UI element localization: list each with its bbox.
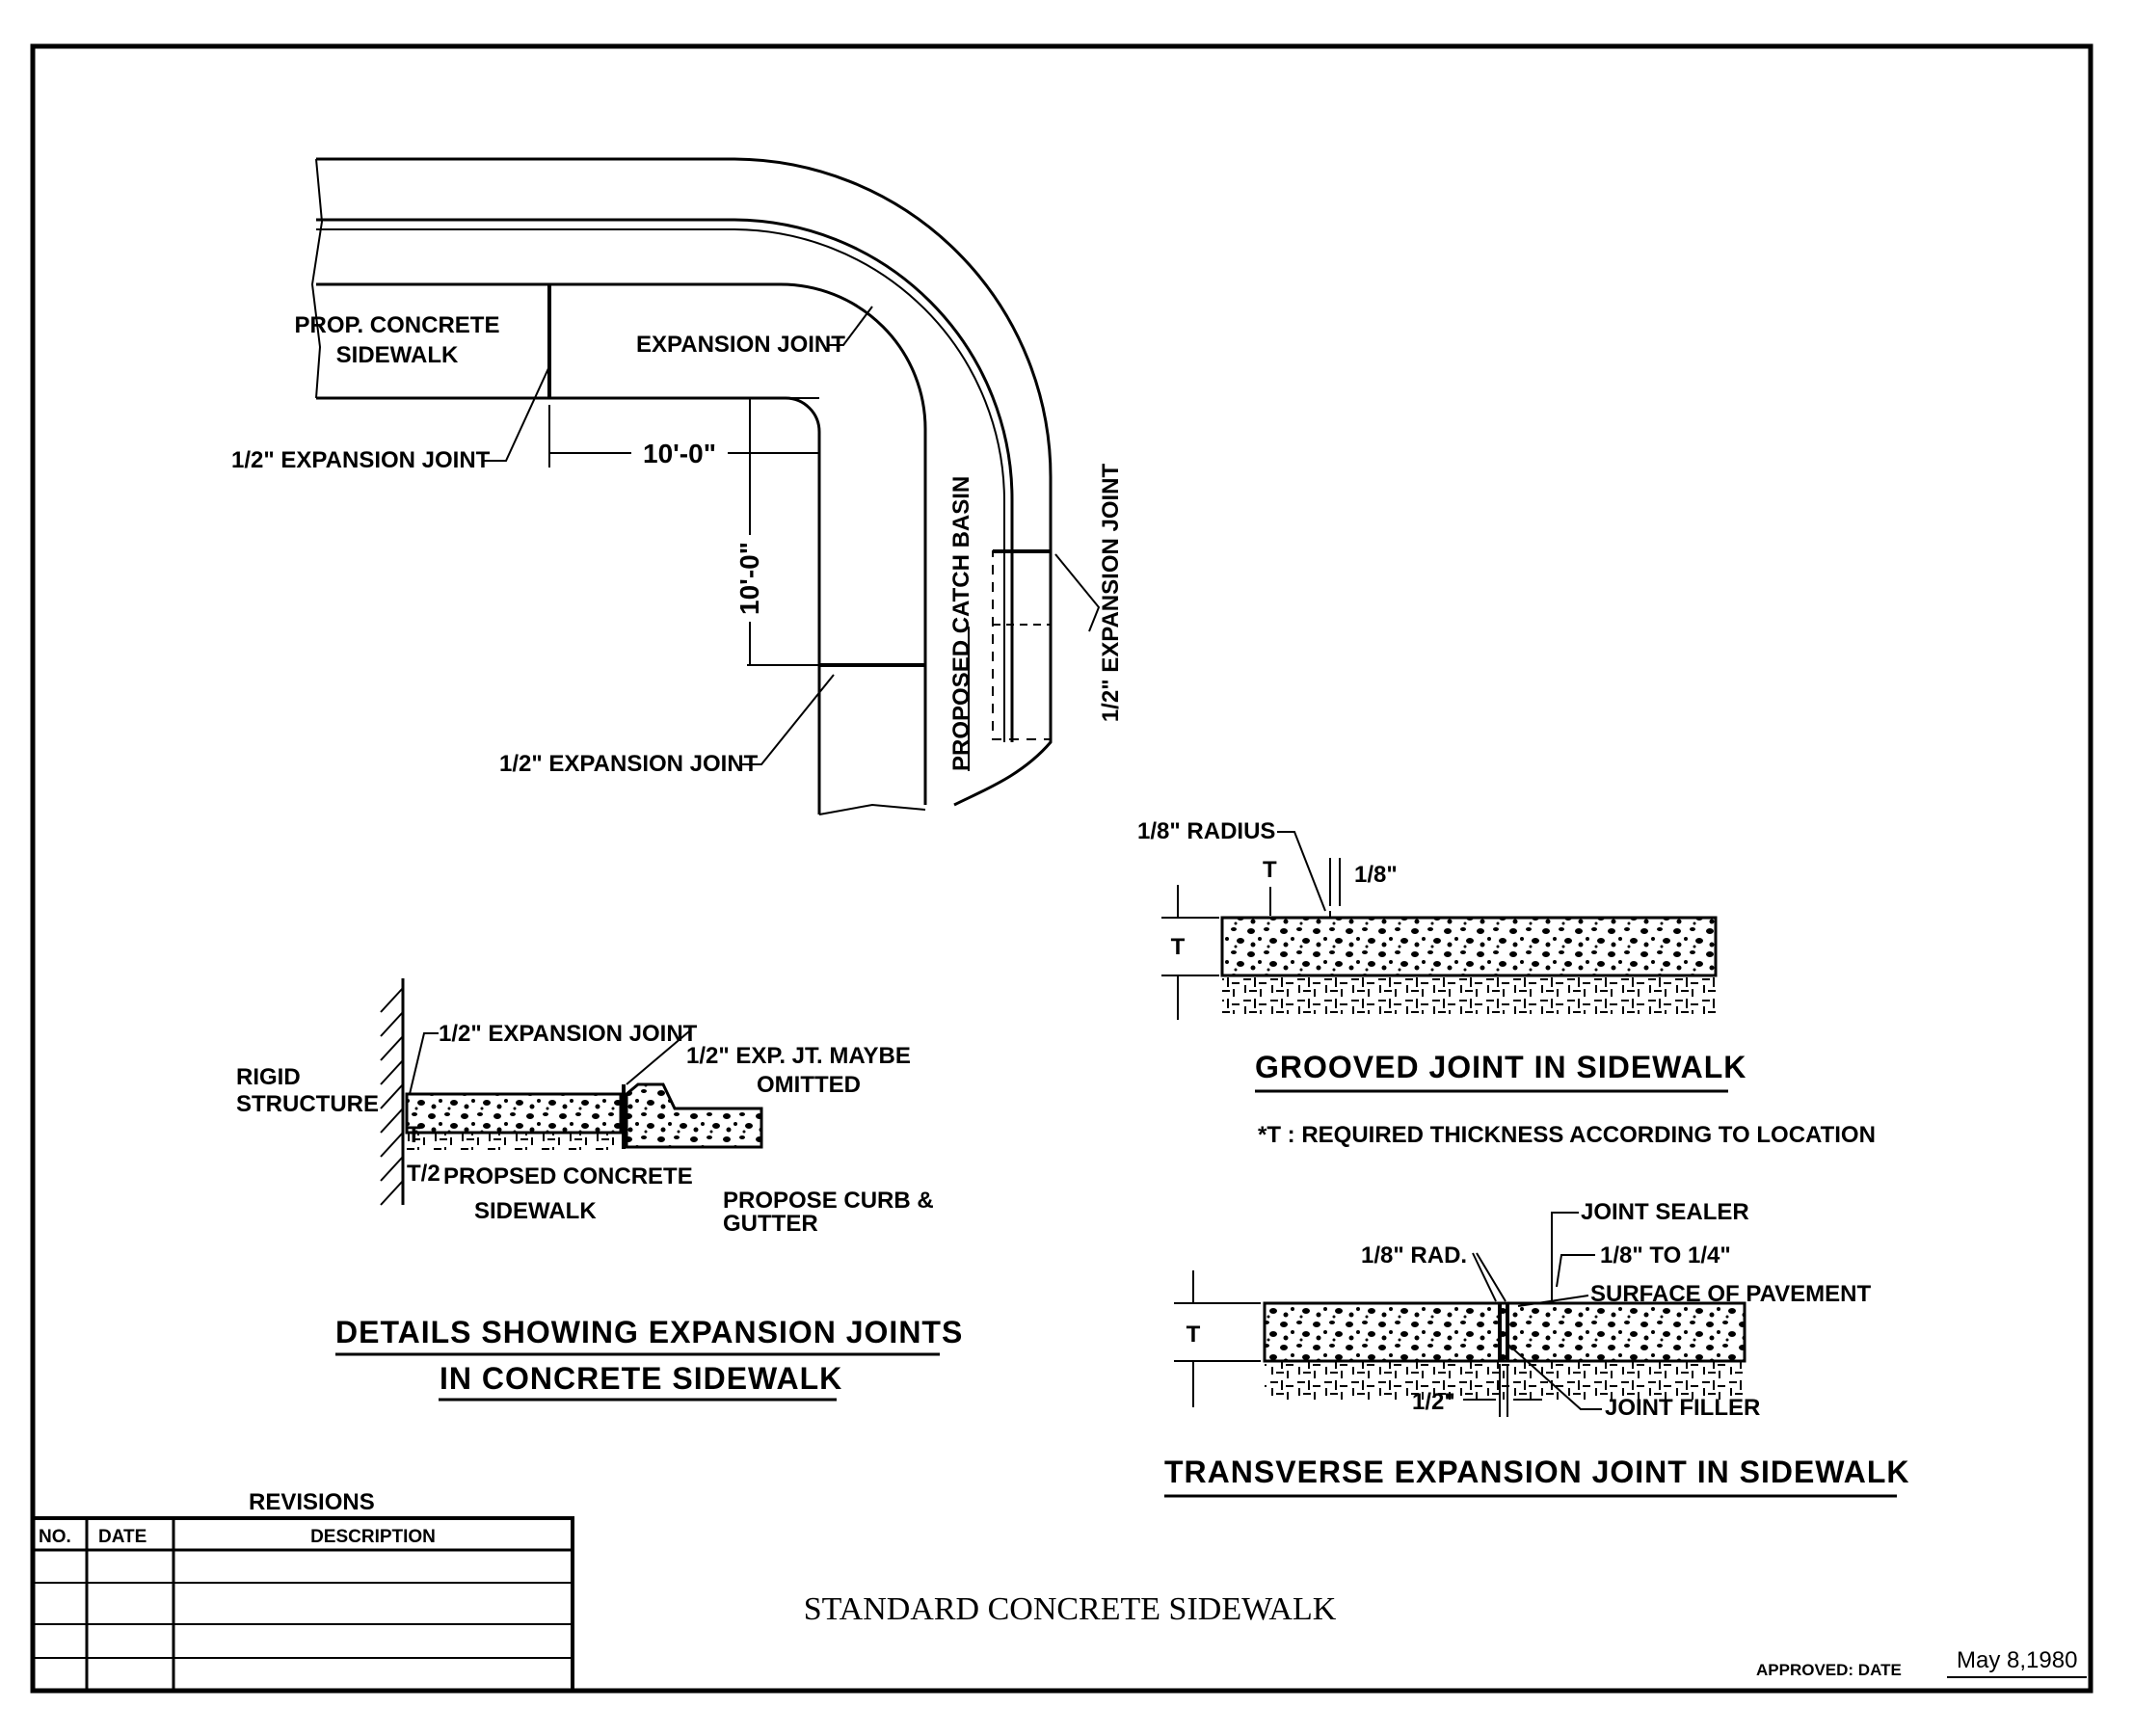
plan-half-joint-left-label: 1/2" EXPANSION JOINT	[231, 447, 491, 473]
break-line-left	[310, 158, 324, 399]
detail-tick-t: T	[407, 1122, 421, 1148]
approved-date: May 8,1980	[1957, 1647, 2077, 1673]
plan-half-joint-right-label: 1/2" EXPANSION JOINT	[1098, 463, 1124, 722]
sheet-border	[30, 43, 2093, 1694]
road-edge-outer	[316, 157, 1053, 807]
detail-joint-label: 1/2" EXPANSION JOINT	[439, 1021, 698, 1047]
transverse-surface: SURFACE OF PAVEMENT	[1590, 1281, 1871, 1307]
revisions-heading: REVISIONS	[249, 1489, 375, 1515]
detail-exp-jt-1: 1/2" EXP. JT. MAYBE	[686, 1043, 911, 1069]
revisions-col-no: NO.	[39, 1527, 71, 1547]
curb-line-2	[316, 228, 1005, 742]
detail-exp-jt-2: OMITTED	[757, 1072, 861, 1098]
transverse-rad: 1/8" RAD.	[1361, 1242, 1467, 1269]
transverse-half: 1/2"	[1412, 1389, 1455, 1415]
detail-title-2: IN CONCRETE SIDEWALK	[440, 1361, 842, 1396]
plan-dim-vertical: 10'-0"	[734, 542, 764, 615]
revisions-table: REVISIONS NO. DATE DESCRIPTION	[31, 1489, 574, 1693]
plan-half-joint-bottom-label: 1/2" EXPANSION JOINT	[499, 751, 759, 777]
curb-line-1	[316, 218, 1014, 742]
grooved-radius-label: 1/8" RADIUS	[1137, 818, 1275, 844]
transverse-joint-filler: JOINT FILLER	[1605, 1395, 1760, 1421]
transverse-joint-detail: T JOINT SEALER 1/8" RAD. 1/8" TO 1/4" SU…	[1164, 1199, 1910, 1498]
grooved-title: GROOVED JOINT IN SIDEWALK	[1255, 1050, 1746, 1084]
grooved-note: *T : REQUIRED THICKNESS ACCORDING TO LOC…	[1258, 1122, 1876, 1148]
detail-curb-1: PROPOSE CURB &	[723, 1188, 934, 1214]
plan-view: PROP. CONCRETE SIDEWALK EXPANSION JOINT …	[231, 157, 1124, 815]
detail-proposed-1: PROPSED CONCRETE	[443, 1163, 693, 1189]
detail-rigid-2: STRUCTURE	[236, 1091, 379, 1117]
grooved-eighth: 1/8"	[1354, 862, 1398, 888]
transverse-t: T	[1186, 1322, 1201, 1348]
transverse-title: TRANSVERSE EXPANSION JOINT IN SIDEWALK	[1164, 1455, 1910, 1489]
plan-catch-basin-label: PROPOSED CATCH BASIN	[948, 476, 974, 771]
detail-rigid-1: RIGID	[236, 1064, 301, 1090]
transverse-eighth-quarter: 1/8" TO 1/4"	[1600, 1242, 1731, 1269]
main-title: STANDARD CONCRETE SIDEWALK	[804, 1591, 1337, 1627]
plan-sidewalk-label-2: SIDEWALK	[336, 342, 459, 368]
catch-basin-box	[992, 550, 1052, 740]
plan-expansion-joint-label: EXPANSION JOINT	[636, 332, 845, 358]
detail-tick-half-t: T/2	[407, 1161, 440, 1187]
detail-title-1: DETAILS SHOWING EXPANSION JOINTS	[335, 1315, 963, 1349]
revisions-col-date: DATE	[98, 1527, 147, 1547]
sidewalk-outer	[316, 282, 927, 805]
detail-curb-2: GUTTER	[723, 1211, 818, 1237]
expansion-detail: RIGID STRUCTURE 1/2" EXPANSION JOINT 1/2…	[236, 978, 963, 1402]
approved-label: APPROVED: DATE	[1756, 1661, 1902, 1679]
break-line-bottom	[818, 803, 926, 815]
revisions-col-description: DESCRIPTION	[310, 1527, 436, 1547]
grooved-joint-detail: T 1/8" RADIUS T 1/8" GROOVED JOINT IN SI…	[1137, 818, 1876, 1148]
transverse-joint-sealer: JOINT SEALER	[1581, 1199, 1749, 1225]
detail-proposed-2: SIDEWALK	[474, 1198, 597, 1224]
plan-dim-horizontal: 10'-0"	[643, 439, 716, 468]
grooved-t-thick: T	[1171, 934, 1186, 960]
grooved-t-small: T	[1263, 857, 1277, 883]
plan-sidewalk-label-1: PROP. CONCRETE	[295, 312, 500, 338]
